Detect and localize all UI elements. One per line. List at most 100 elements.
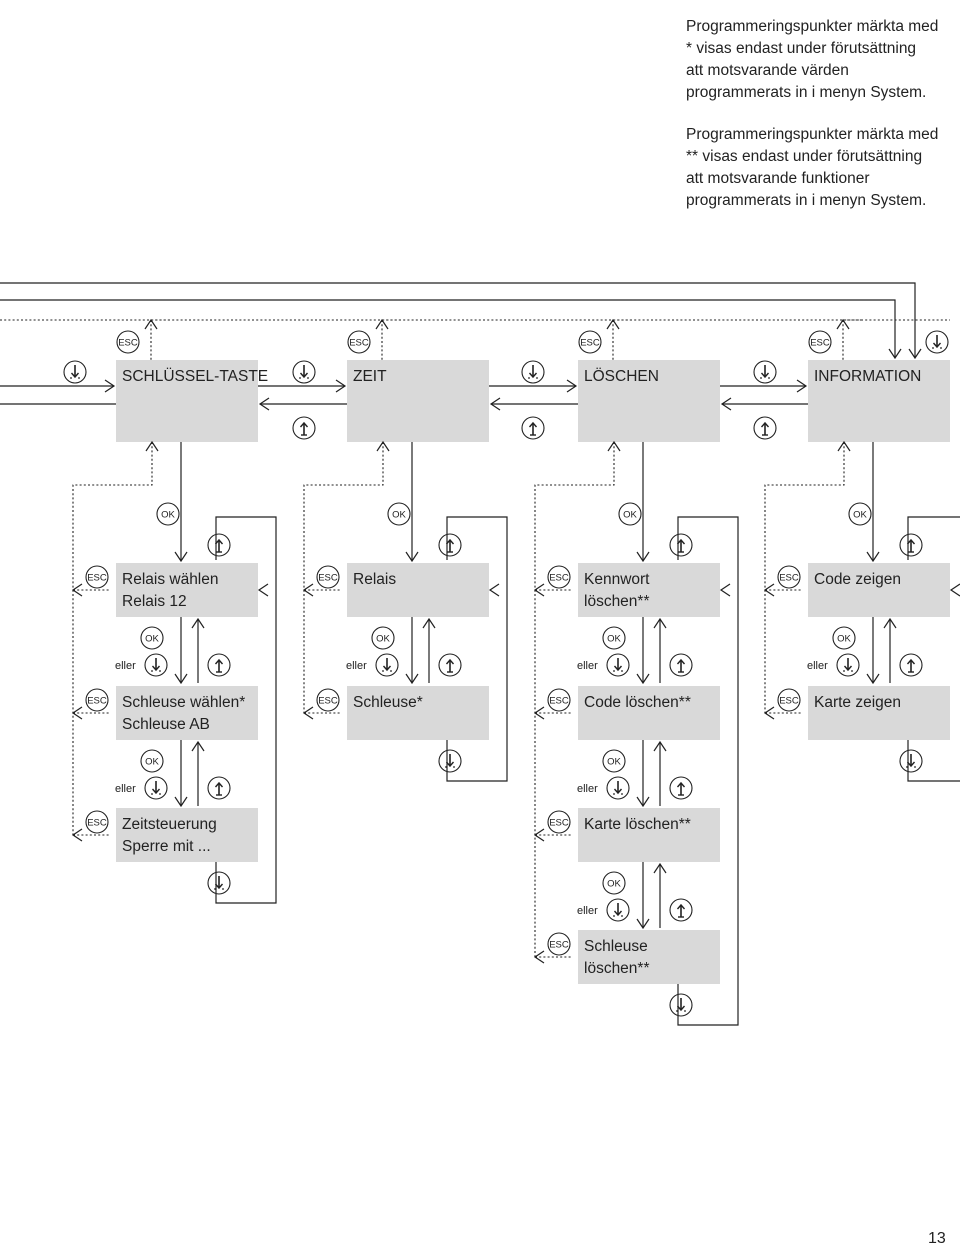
- icon-tip: [214, 538, 224, 545]
- down-arrowhead: [174, 673, 188, 685]
- esc-dotted-line: [764, 442, 845, 713]
- icon-tip: [906, 658, 916, 665]
- icon-tip: [528, 421, 538, 428]
- loop-line: [446, 516, 508, 782]
- menu-box-sub: [808, 686, 950, 740]
- menu-label-top-line: ZEIT: [353, 368, 387, 385]
- menu-box-top: [347, 360, 489, 442]
- up-arrowhead: [191, 740, 205, 752]
- menu-label-sub: Karte zeigen: [814, 692, 901, 714]
- flow-arrowhead: [566, 379, 578, 393]
- menu-box-top: [578, 360, 720, 442]
- esc-arrowhead: [837, 440, 851, 452]
- icon-dot: [613, 670, 615, 672]
- esc-arrowhead: [71, 828, 83, 842]
- menu-label-top: SCHLÜSSEL-TASTE: [122, 366, 268, 388]
- esc-key-label: ESC: [549, 940, 569, 951]
- outer-loop-line: [0, 282, 916, 358]
- menu-label-top: INFORMATION: [814, 366, 921, 388]
- icon-tip: [528, 372, 538, 379]
- up-arrowhead: [653, 617, 667, 629]
- menu-label-sub-line: Schleuse*: [353, 694, 423, 711]
- menu-label-sub-line: Code löschen**: [584, 694, 691, 711]
- ok-key-label: OK: [376, 634, 390, 645]
- esc-key-icon: [547, 810, 571, 834]
- down-arrowhead: [636, 673, 650, 685]
- esc-arrowhead: [145, 440, 159, 452]
- esc-dotted-line: [72, 442, 153, 835]
- esc-key-label: ESC: [779, 573, 799, 584]
- esc-key-label: ESC: [118, 338, 138, 349]
- ok-key-label: OK: [607, 879, 621, 890]
- menu-label-sub-line: Code zeigen: [814, 571, 902, 588]
- esc-key-label: ESC: [318, 696, 338, 707]
- esc-dotted-line: [534, 442, 615, 957]
- esc-key-label: ESC: [549, 818, 569, 829]
- icon-tip: [445, 761, 455, 768]
- esc-arrowhead: [607, 440, 621, 452]
- icon-dot: [760, 377, 762, 379]
- esc-arrowhead: [71, 706, 83, 720]
- menu-label-sub-line: löschen**: [584, 960, 650, 977]
- or-label: eller: [807, 660, 828, 672]
- loop-line: [215, 516, 277, 904]
- or-label: eller: [577, 660, 598, 672]
- menu-label-sub-line: Relais: [353, 571, 397, 588]
- esc-key-icon: [808, 330, 832, 354]
- icon-dot: [684, 1010, 686, 1012]
- esc-key-label: ESC: [810, 338, 830, 349]
- menu-label-sub: Schleuse*: [353, 692, 423, 714]
- ok-key-icon: [371, 626, 395, 650]
- outer-loop-arrowhead: [888, 348, 902, 360]
- ok-key-icon: [140, 626, 164, 650]
- note-line: Programmeringspunkter märkta med: [686, 18, 939, 35]
- icon-tip: [382, 665, 392, 672]
- or-label: eller: [577, 905, 598, 917]
- ok-key-label: OK: [623, 510, 637, 521]
- icon-dot: [940, 347, 942, 349]
- icon-tip: [151, 788, 161, 795]
- menu-box-top: [808, 360, 950, 442]
- esc-key-label: ESC: [549, 696, 569, 707]
- loop-arrowhead: [257, 583, 269, 597]
- esc-arrowhead: [533, 706, 545, 720]
- ok-key-icon: [156, 502, 180, 526]
- esc-key-icon: [316, 688, 340, 712]
- note-line: programmerats in i menyn System.: [686, 84, 927, 101]
- esc-key-icon: [85, 810, 109, 834]
- icon-dot: [613, 915, 615, 917]
- esc-key-icon: [116, 330, 140, 354]
- esc-arrowhead: [763, 706, 775, 720]
- esc-arrowhead: [533, 828, 545, 842]
- icon-tip: [445, 538, 455, 545]
- down-arrowhead: [405, 551, 419, 563]
- icon-dot: [843, 670, 845, 672]
- icon-tip: [151, 665, 161, 672]
- icon-tip: [760, 421, 770, 428]
- up-arrowhead: [422, 617, 436, 629]
- menu-label-top-line: SCHLÜSSEL-TASTE: [122, 368, 269, 385]
- icon-dot: [768, 377, 770, 379]
- icon-tip: [676, 903, 686, 910]
- up-arrowhead: [191, 617, 205, 629]
- menu-label-sub-line: Schleuse wählen*: [122, 694, 246, 711]
- ok-key-icon: [387, 502, 411, 526]
- ok-key-icon: [832, 626, 856, 650]
- icon-dot: [528, 377, 530, 379]
- menu-label-sub: Schleuse wählen*Schleuse AB: [122, 692, 245, 736]
- icon-dot: [851, 670, 853, 672]
- menu-label-sub-line: Karte zeigen: [814, 694, 902, 711]
- icon-dot: [914, 766, 916, 768]
- esc-key-icon: [85, 565, 109, 589]
- menu-box-sub: [578, 686, 720, 740]
- esc-key-icon: [547, 932, 571, 956]
- flow-arrowhead: [796, 379, 808, 393]
- icon-dot: [932, 347, 934, 349]
- esc-key-icon: [316, 565, 340, 589]
- icon-dot: [382, 670, 384, 672]
- esc-key-icon: [777, 565, 801, 589]
- up-arrowhead: [653, 862, 667, 874]
